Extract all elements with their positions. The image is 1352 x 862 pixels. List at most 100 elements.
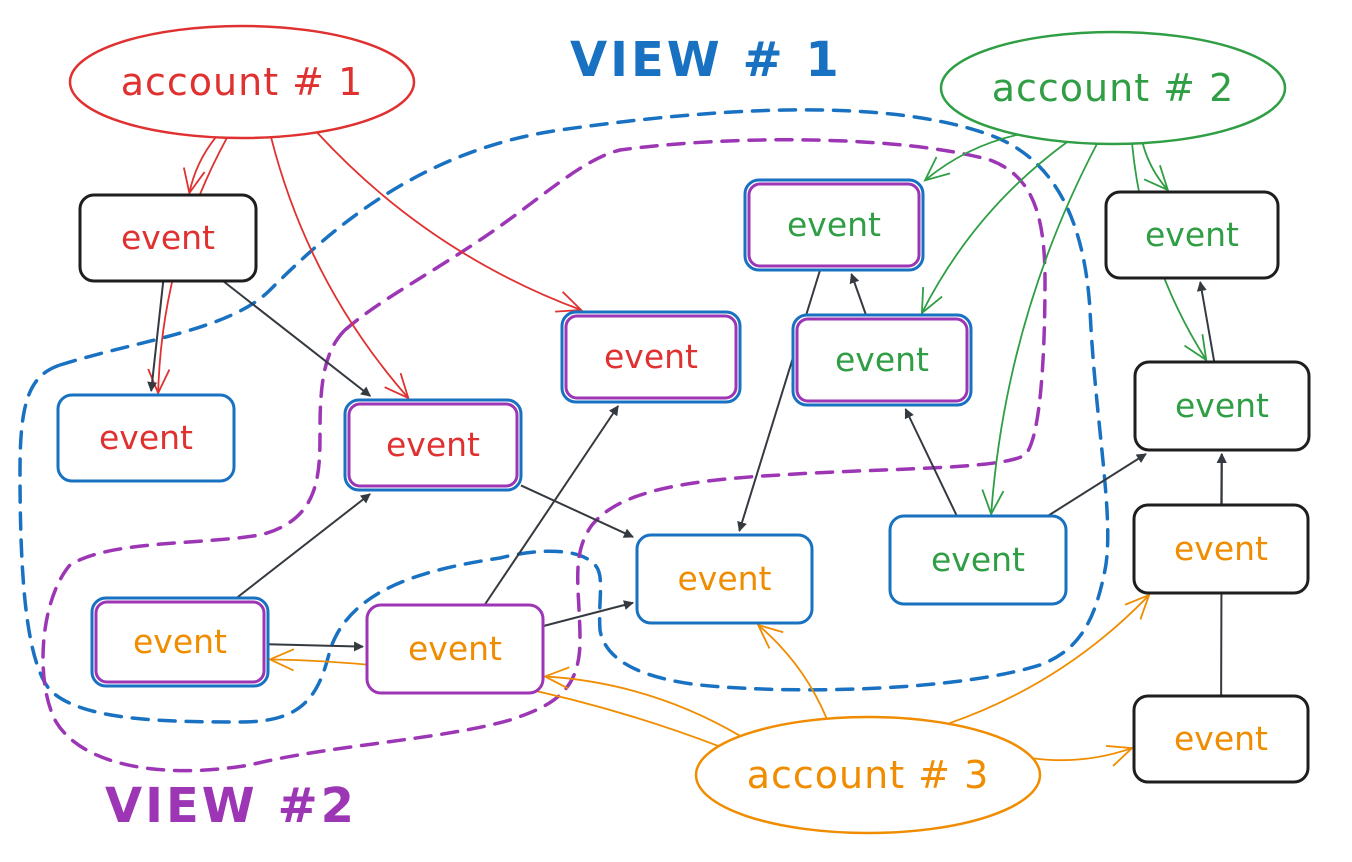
ownership-arrowhead <box>182 167 206 196</box>
event-label: event <box>678 559 772 598</box>
event-box-view2-outline <box>94 600 266 684</box>
event-node[interactable]: event <box>56 393 236 483</box>
event-label: event <box>931 540 1025 579</box>
event-node[interactable]: event <box>90 596 270 688</box>
ownership-edge <box>1141 142 1169 191</box>
event-edge <box>849 273 867 316</box>
event-label: event <box>835 340 929 379</box>
event-box <box>1133 360 1311 452</box>
view-regions <box>18 108 1110 773</box>
ownership-edge <box>1032 747 1133 762</box>
ownership-edges <box>147 131 1208 767</box>
ownership-arrowhead <box>756 623 784 649</box>
ownership-arrowhead <box>555 291 584 313</box>
event-label: event <box>121 218 215 257</box>
account-node[interactable]: account # 3 <box>694 715 1042 835</box>
event-box <box>343 398 523 492</box>
ownership-edge <box>544 675 741 737</box>
event-edge <box>1196 281 1216 363</box>
event-label: event <box>787 205 881 244</box>
event-node[interactable]: event <box>1104 190 1280 280</box>
ownership-edge <box>188 136 217 194</box>
event-label: event <box>604 337 698 376</box>
account-ellipse <box>939 30 1287 146</box>
event-box <box>1132 694 1310 784</box>
event-label: event <box>1174 719 1268 758</box>
ownership-edge <box>924 133 1019 182</box>
event-box <box>1104 190 1280 280</box>
event-box <box>888 514 1068 606</box>
event-edge <box>222 280 372 397</box>
event-box-view2-outline <box>564 314 738 400</box>
view-1-region <box>18 108 1110 724</box>
ownership-edge <box>947 594 1150 725</box>
event-box <box>365 603 545 695</box>
event-edge <box>483 405 619 606</box>
event-label: event <box>1145 215 1239 254</box>
event-label: event <box>408 629 502 668</box>
ownership-arrowhead <box>1106 745 1135 767</box>
account-nodes: account # 1 account # 2 account # 3 <box>68 24 1287 835</box>
ownership-arrowhead <box>923 156 951 182</box>
event-label: event <box>99 418 193 457</box>
event-node[interactable]: event <box>560 310 742 404</box>
account-node[interactable]: account # 2 <box>939 30 1287 146</box>
view-2-region <box>41 138 1047 773</box>
event-edges <box>147 269 1227 697</box>
account-node[interactable]: account # 1 <box>68 24 416 140</box>
event-box <box>635 533 814 625</box>
ownership-arrowhead <box>1143 164 1170 192</box>
account-label: account # 1 <box>121 60 364 104</box>
event-box <box>743 178 925 272</box>
event-edge <box>904 408 958 517</box>
ownership-edge <box>316 131 582 311</box>
ownership-arrowhead <box>1184 334 1208 362</box>
event-node[interactable]: event <box>365 603 545 695</box>
event-edge <box>235 493 371 599</box>
ownership-edge <box>921 141 1068 314</box>
event-box <box>90 596 270 688</box>
event-edge <box>737 269 822 532</box>
event-node[interactable]: event <box>791 313 973 407</box>
event-node[interactable]: event <box>743 178 925 272</box>
ownership-edge <box>270 136 409 399</box>
event-label: event <box>1175 386 1269 425</box>
event-node[interactable]: event <box>1133 360 1311 452</box>
ownership-arrowhead <box>147 368 171 396</box>
ownership-arrowhead <box>542 666 570 690</box>
event-label: event <box>386 425 480 464</box>
ownership-edge <box>757 624 828 720</box>
event-box-view2-outline <box>795 317 969 403</box>
event-edge <box>267 641 364 652</box>
event-node[interactable]: event <box>78 193 258 283</box>
event-node[interactable]: event <box>1132 694 1310 784</box>
account-label: account # 2 <box>992 66 1235 110</box>
account-ellipse <box>694 715 1042 835</box>
ownership-edge <box>990 143 1098 515</box>
ownership-arrowhead <box>981 489 1005 517</box>
event-box <box>791 313 973 407</box>
event-box <box>560 310 742 404</box>
event-nodes: event event event event event event even… <box>56 178 1311 784</box>
event-box-view2-outline <box>347 402 519 488</box>
event-box <box>56 393 236 483</box>
view-1-label: VIEW # 1 <box>570 32 842 88</box>
event-node[interactable]: event <box>635 533 814 625</box>
view-2-label: VIEW #2 <box>105 778 357 834</box>
ownership-arrowhead <box>384 372 410 400</box>
event-box <box>78 193 258 283</box>
event-box-view2-outline <box>747 182 921 268</box>
event-label: event <box>133 622 227 661</box>
event-node[interactable]: event <box>343 398 523 492</box>
event-edge <box>147 280 165 392</box>
event-label: event <box>1174 529 1268 568</box>
event-edge <box>520 484 634 538</box>
event-edge <box>542 600 634 628</box>
event-edge <box>1047 453 1147 517</box>
account-label: account # 3 <box>747 753 990 797</box>
ownership-arrowhead <box>920 286 943 315</box>
event-node[interactable]: event <box>888 514 1068 606</box>
event-node[interactable]: event <box>1132 503 1310 595</box>
